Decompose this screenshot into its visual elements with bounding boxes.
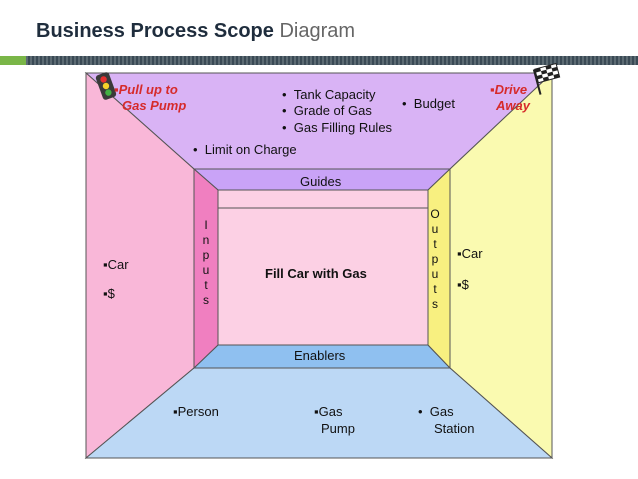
enablers-label: Enablers [294, 348, 346, 363]
guide-item-text: Grade of Gas [293, 103, 372, 118]
guide-item: • Tank Capacity [282, 87, 375, 102]
outputs-label: O u t p u t s [428, 207, 442, 312]
header-rule [0, 56, 638, 65]
bullet: • [402, 96, 407, 111]
bullet: • [418, 404, 423, 419]
guide-item-text: Gas Filling Rules [293, 120, 393, 135]
outputs-letter: O [430, 207, 440, 221]
title-bold: Business Process Scope [36, 20, 274, 42]
outputs-letter: s [432, 297, 438, 311]
budget-text: Budget [413, 96, 455, 111]
page-title: Business Process Scope Diagram [36, 20, 355, 43]
outputs-letter: u [431, 267, 439, 281]
guides-label: Guides [300, 174, 342, 189]
limit-item: • Limit on Charge [193, 142, 297, 157]
right-output-car: ▪Car [457, 246, 483, 261]
enabler-gas-pump-1: ▪Gas [314, 404, 343, 419]
bullet: • [282, 120, 287, 135]
inputs-letter: u [202, 263, 210, 277]
inputs-letter: I [204, 218, 208, 232]
budget-item: • Budget [402, 96, 455, 111]
title-light: Diagram [279, 20, 356, 42]
inputs-letter: p [202, 248, 210, 262]
limit-text: Limit on Charge [204, 142, 297, 157]
pull-up-label-1: ▪Pull up to [114, 82, 178, 97]
outputs-letter: t [433, 282, 437, 296]
inputs-label: I n p u t s [199, 218, 213, 308]
bullet: • [193, 142, 198, 157]
pull-up-label-2: Gas Pump [122, 98, 187, 113]
process-label: Fill Car with Gas [265, 266, 367, 281]
enabler-gas-station-2: Station [434, 421, 475, 436]
enabler-gas-pump-2: Pump [321, 421, 355, 436]
enabler-gas-station-text: Gas [429, 404, 454, 419]
right-output-money: ▪$ [457, 277, 469, 292]
drive-away-label-2: Away [496, 98, 530, 113]
inputs-letter: t [204, 278, 208, 292]
inputs-letter: n [202, 233, 210, 247]
left-input-car: ▪Car [103, 257, 129, 272]
enabler-gas-station: • Gas [418, 404, 454, 419]
outputs-letter: p [431, 252, 439, 266]
guide-item: • Grade of Gas [282, 103, 372, 118]
guide-item: • Gas Filling Rules [282, 120, 392, 135]
outputs-letter: t [433, 237, 437, 251]
checkered-flag-icon [532, 62, 561, 95]
traffic-light-icon [95, 72, 117, 100]
process-box [217, 189, 429, 346]
left-input-money: ▪$ [103, 286, 115, 301]
drive-away-label-1: ▪Drive [490, 82, 528, 97]
bullet: • [282, 87, 287, 102]
bullet: • [282, 103, 287, 118]
guide-item-text: Tank Capacity [293, 87, 376, 102]
enabler-person: ▪Person [173, 404, 219, 419]
header-rule-accent [0, 56, 26, 65]
inputs-letter: s [203, 293, 209, 307]
outputs-letter: u [431, 222, 439, 236]
